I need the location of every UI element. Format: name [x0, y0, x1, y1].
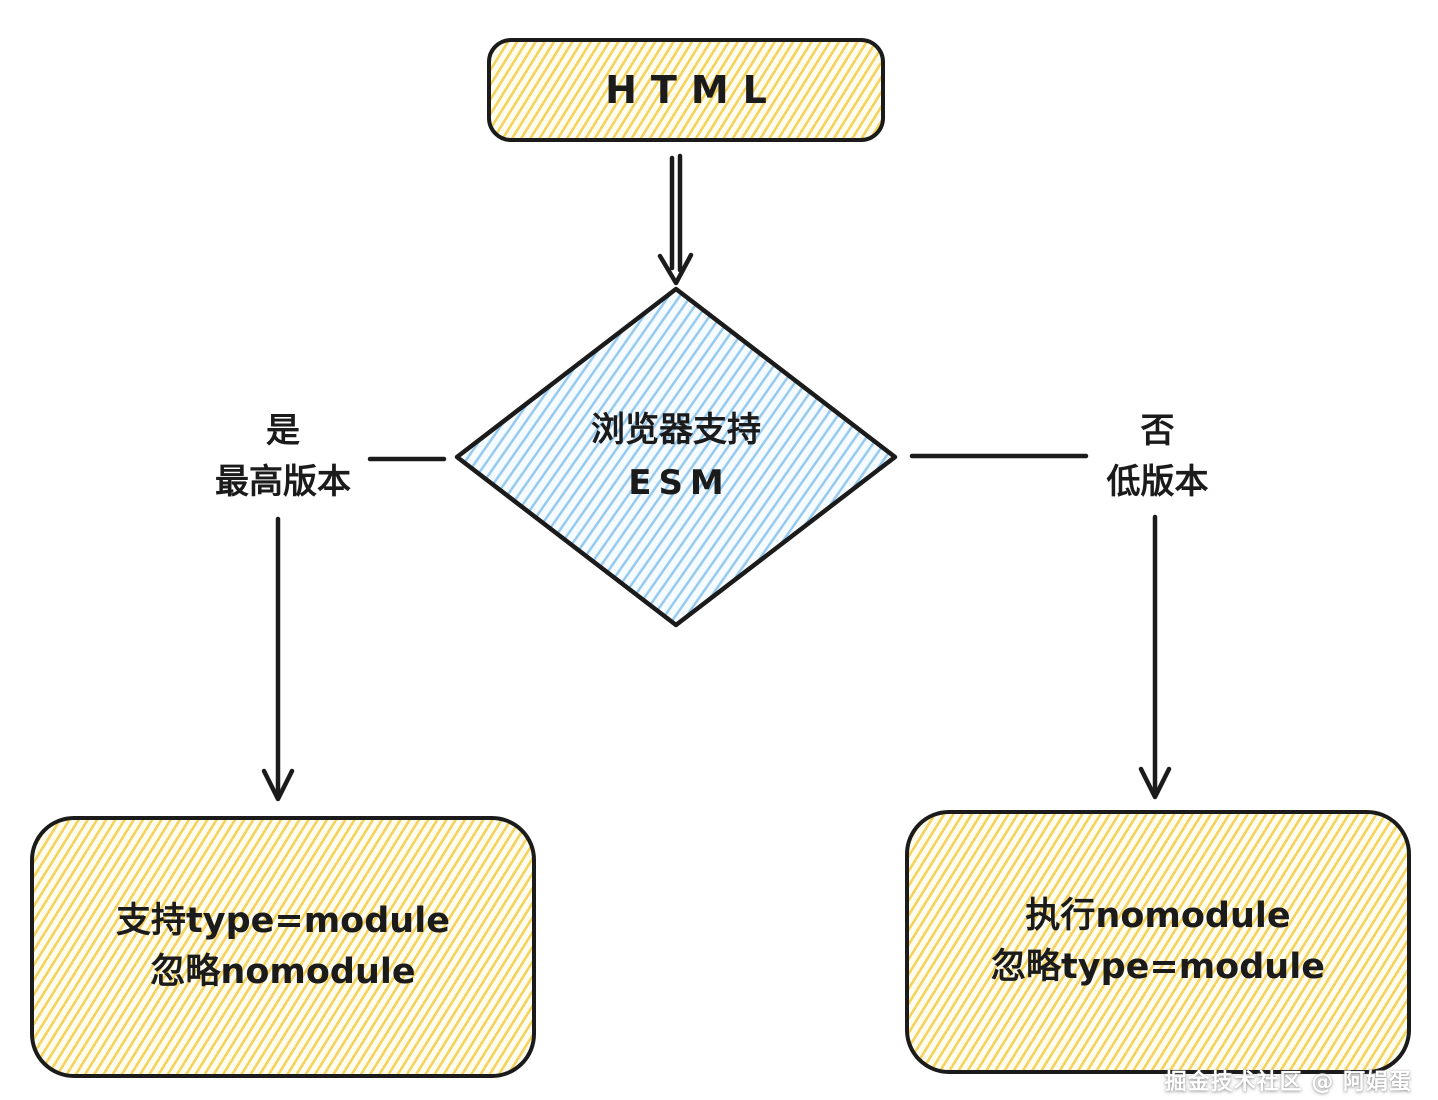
arrow-no-to-result-right: [1138, 514, 1172, 800]
node-result-left-line2: 忽略nomodule: [150, 952, 416, 992]
node-html: HTML: [487, 38, 885, 142]
node-result-right-line1: 执行nomodule: [1025, 896, 1291, 937]
edge-label-no-line1: 否: [1140, 411, 1175, 451]
arrow-yes-to-result-left: [261, 516, 295, 802]
edge-label-yes-line1: 是: [266, 411, 300, 451]
node-decision: 浏览器支持 ESM: [536, 404, 816, 509]
node-decision-line1: 浏览器支持: [591, 410, 761, 450]
node-decision-shape: [454, 286, 898, 628]
node-result-left-line1: 支持type=module: [116, 901, 450, 942]
node-result-right: 执行nomodule 忽略type=module: [905, 810, 1411, 1074]
edge-label-yes: 是 最高版本: [178, 406, 388, 508]
watermark: 掘金技术社区 @ 阿娟蛋: [1164, 1070, 1412, 1095]
node-decision-line2: ESM: [628, 462, 731, 503]
diamond-shape: [454, 286, 898, 628]
node-result-right-line2: 忽略type=module: [991, 947, 1325, 987]
node-result-left: 支持type=module 忽略nomodule: [30, 816, 536, 1078]
edge-label-yes-line2: 最高版本: [215, 462, 351, 502]
node-html-label: HTML: [605, 68, 781, 112]
arrow-html-to-decision: [657, 153, 694, 286]
edge-label-no: 否 低版本: [1060, 406, 1255, 508]
edge-label-no-line2: 低版本: [1106, 462, 1209, 502]
